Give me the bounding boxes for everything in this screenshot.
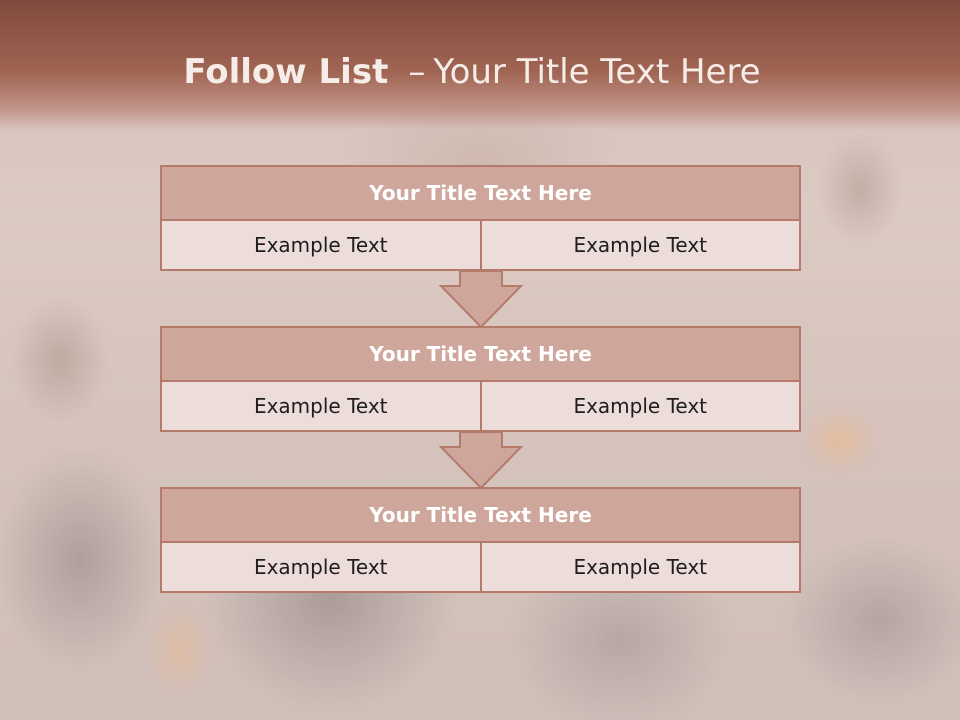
block-cell-right: Example Text bbox=[481, 543, 801, 593]
block-title: Your Title Text Here bbox=[160, 326, 801, 382]
list-block-2: Your Title Text Here Example Text Exampl… bbox=[160, 326, 801, 432]
title-separator: – bbox=[408, 52, 426, 92]
block-cell-right: Example Text bbox=[481, 221, 801, 271]
block-row: Example Text Example Text bbox=[160, 543, 801, 593]
title-bold: Follow List bbox=[183, 52, 389, 92]
down-arrow-icon bbox=[438, 271, 524, 329]
title-rest: Your Title Text Here bbox=[433, 52, 761, 92]
block-cell-left: Example Text bbox=[160, 543, 482, 593]
block-title: Your Title Text Here bbox=[160, 165, 801, 221]
block-row: Example Text Example Text bbox=[160, 221, 801, 271]
block-cell-left: Example Text bbox=[160, 221, 482, 271]
down-arrow-icon bbox=[438, 432, 524, 490]
list-block-3: Your Title Text Here Example Text Exampl… bbox=[160, 487, 801, 593]
block-title: Your Title Text Here bbox=[160, 487, 801, 543]
block-row: Example Text Example Text bbox=[160, 382, 801, 432]
slide-title: Follow List–Your Title Text Here bbox=[0, 52, 944, 92]
list-block-1: Your Title Text Here Example Text Exampl… bbox=[160, 165, 801, 271]
block-cell-left: Example Text bbox=[160, 382, 482, 432]
title-bar bbox=[0, 0, 960, 130]
block-cell-right: Example Text bbox=[481, 382, 801, 432]
